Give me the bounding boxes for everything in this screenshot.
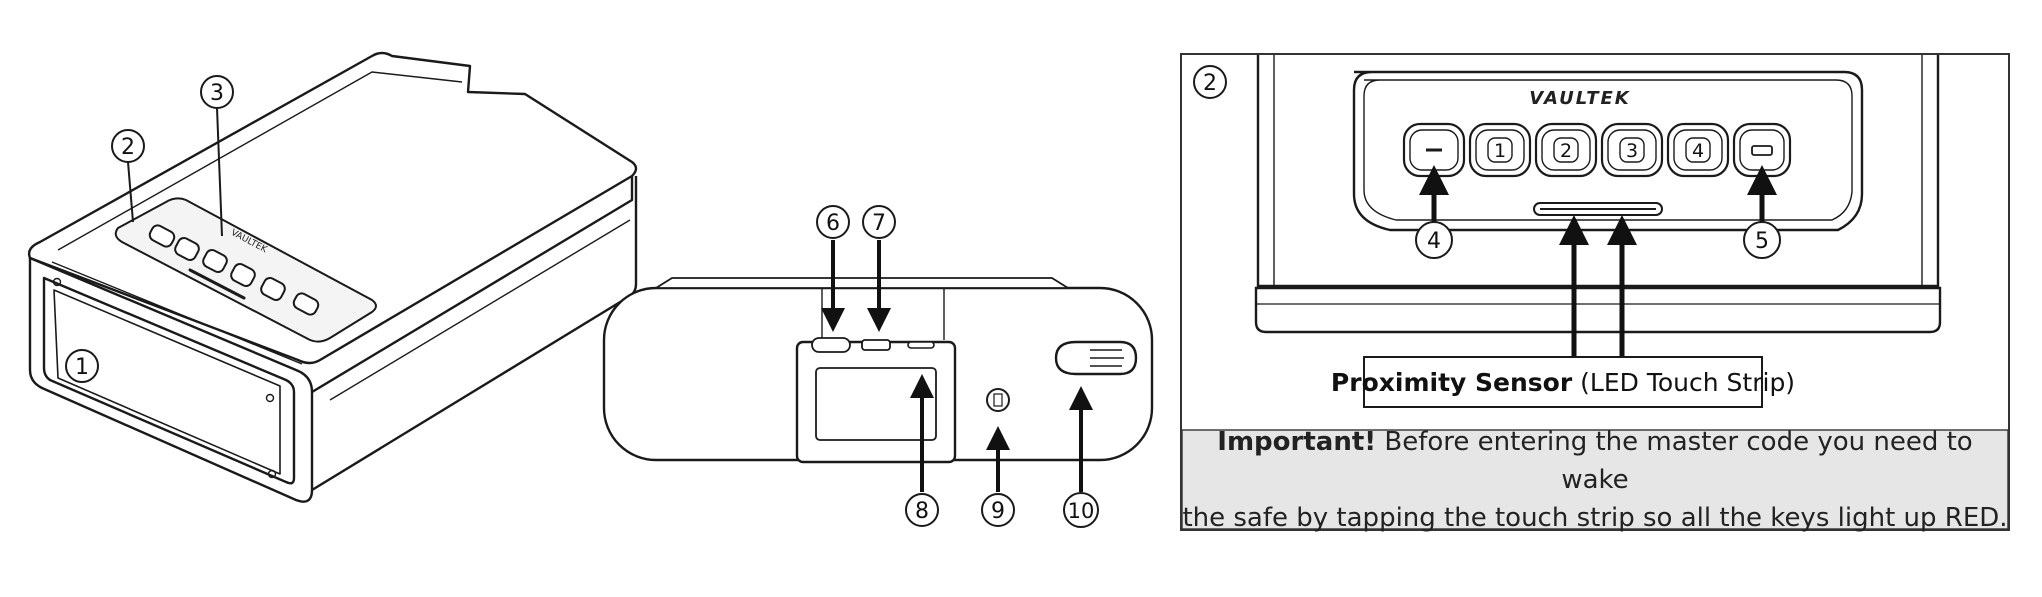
svg-text:9: 9 (991, 499, 1005, 524)
iso-keypad: VAULTEK (114, 197, 377, 343)
callout-1: 1 (65, 349, 99, 383)
safe-back-view (602, 277, 1154, 464)
callout-7: 7 (862, 205, 896, 332)
proximity-label-box (1363, 356, 1763, 408)
callout-10: 10 (1063, 386, 1099, 528)
callout-4: 4 (1415, 221, 1453, 259)
svg-text:7: 7 (872, 211, 886, 236)
important-note-title: Important! (1217, 427, 1377, 457)
callout-9: 9 (981, 426, 1015, 527)
svg-text:3: 3 (210, 81, 224, 106)
keypad-keys (1402, 122, 1792, 178)
important-note-line-2: the safe by tapping the touch strip so a… (1182, 503, 2008, 533)
svg-text:5: 5 (1755, 229, 1769, 254)
svg-text:4: 4 (1427, 229, 1441, 254)
callout-8: 8 (905, 374, 939, 527)
safe-isometric-view (27, 51, 638, 503)
svg-text:1: 1 (75, 355, 89, 380)
svg-text:2: 2 (121, 135, 135, 160)
important-note-line-1-text: Before entering the master code you need… (1384, 427, 1973, 495)
svg-text:10: 10 (1068, 499, 1095, 523)
proximity-sensor-label: Proximity Sensor (LED Touch Strip) (1331, 357, 1795, 407)
key-4-label: 4 (1692, 140, 1704, 162)
callout-5: 5 (1743, 221, 1781, 259)
proximity-sensor-subtitle: (LED Touch Strip) (1580, 367, 1796, 397)
callout-2: 2 (111, 129, 145, 223)
key-1-label: 1 (1494, 140, 1506, 162)
svg-text:6: 6 (826, 211, 840, 236)
important-note: Important! Before entering the master co… (1181, 427, 2009, 533)
detail-panel: VAULTEK 1 2 3 4 (1180, 53, 2010, 531)
key-3-label: 3 (1626, 140, 1638, 162)
panel-number-callout: 2 (1193, 65, 1227, 99)
svg-text:2: 2 (1203, 71, 1217, 96)
proximity-sensor-title: Proximity Sensor (1330, 367, 1573, 397)
callout-3: 3 (200, 75, 234, 237)
svg-text:8: 8 (915, 499, 929, 524)
key-2-label: 2 (1560, 140, 1572, 162)
light-icon (1751, 145, 1773, 156)
important-note-line-1: Important! Before entering the master co… (1181, 423, 2009, 499)
callout-6: 6 (816, 205, 850, 332)
keypad-brand-logo: VAULTEK (1529, 88, 1631, 109)
